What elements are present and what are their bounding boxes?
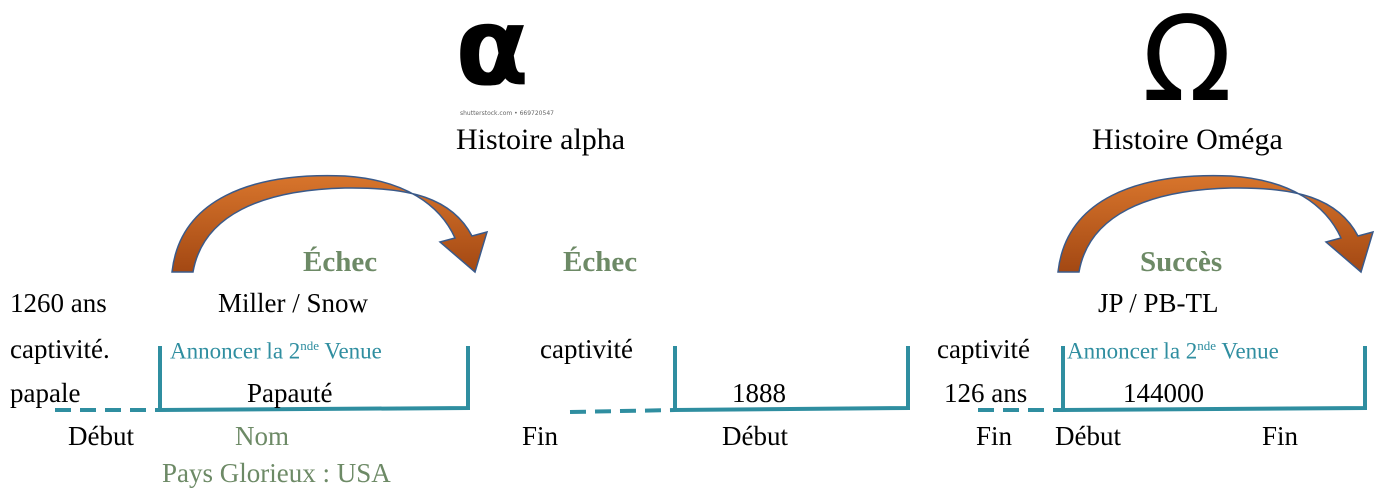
bracket-3 (1061, 346, 1367, 413)
left-debut: Début (68, 421, 134, 451)
omega-symbol: Ω (1142, 0, 1233, 128)
segment1-status: Échec (303, 246, 378, 278)
left-line2: captivité. (10, 334, 110, 364)
segment3-number: 144000 (1123, 378, 1204, 408)
watermark: shutterstock.com • 669720547 (460, 110, 554, 117)
middle-fin: Fin (522, 421, 559, 451)
bracket-1 (158, 346, 470, 413)
segment1-leader: Miller / Snow (218, 288, 369, 318)
title-alpha: Histoire alpha (456, 123, 626, 156)
segment1-message: Annoncer la 2nde Venue (170, 338, 382, 364)
middle-year: 1888 (732, 378, 786, 408)
segment3-message: Annoncer la 2nde Venue (1067, 338, 1279, 364)
dashed-line-2 (569, 408, 676, 414)
bracket-2 (673, 346, 910, 413)
alpha-symbol: α (455, 0, 530, 110)
curved-arrow-1 (171, 174, 489, 274)
left-line3: papale (10, 378, 81, 408)
right-years: 126 ans (944, 378, 1028, 408)
segment3-debut: Début (1055, 421, 1121, 451)
middle-status: Échec (563, 246, 638, 278)
left-line1: 1260 ans (10, 288, 107, 318)
segment1-pays: Pays Glorieux : USA (162, 458, 391, 488)
middle-debut: Début (722, 421, 788, 451)
segment3-fin: Fin (1262, 421, 1299, 451)
title-omega: Histoire Oméga (1092, 123, 1283, 156)
segment1-entity: Papauté (247, 378, 333, 408)
segment1-nom: Nom (235, 421, 289, 451)
segment3-leader: JP / PB-TL (1098, 288, 1219, 318)
right-captivite: captivité (937, 334, 1030, 364)
right-fin: Fin (976, 421, 1013, 451)
curved-arrow-2 (1057, 174, 1375, 274)
segment3-status: Succès (1140, 246, 1223, 278)
middle-captivite: captivité (540, 334, 633, 364)
